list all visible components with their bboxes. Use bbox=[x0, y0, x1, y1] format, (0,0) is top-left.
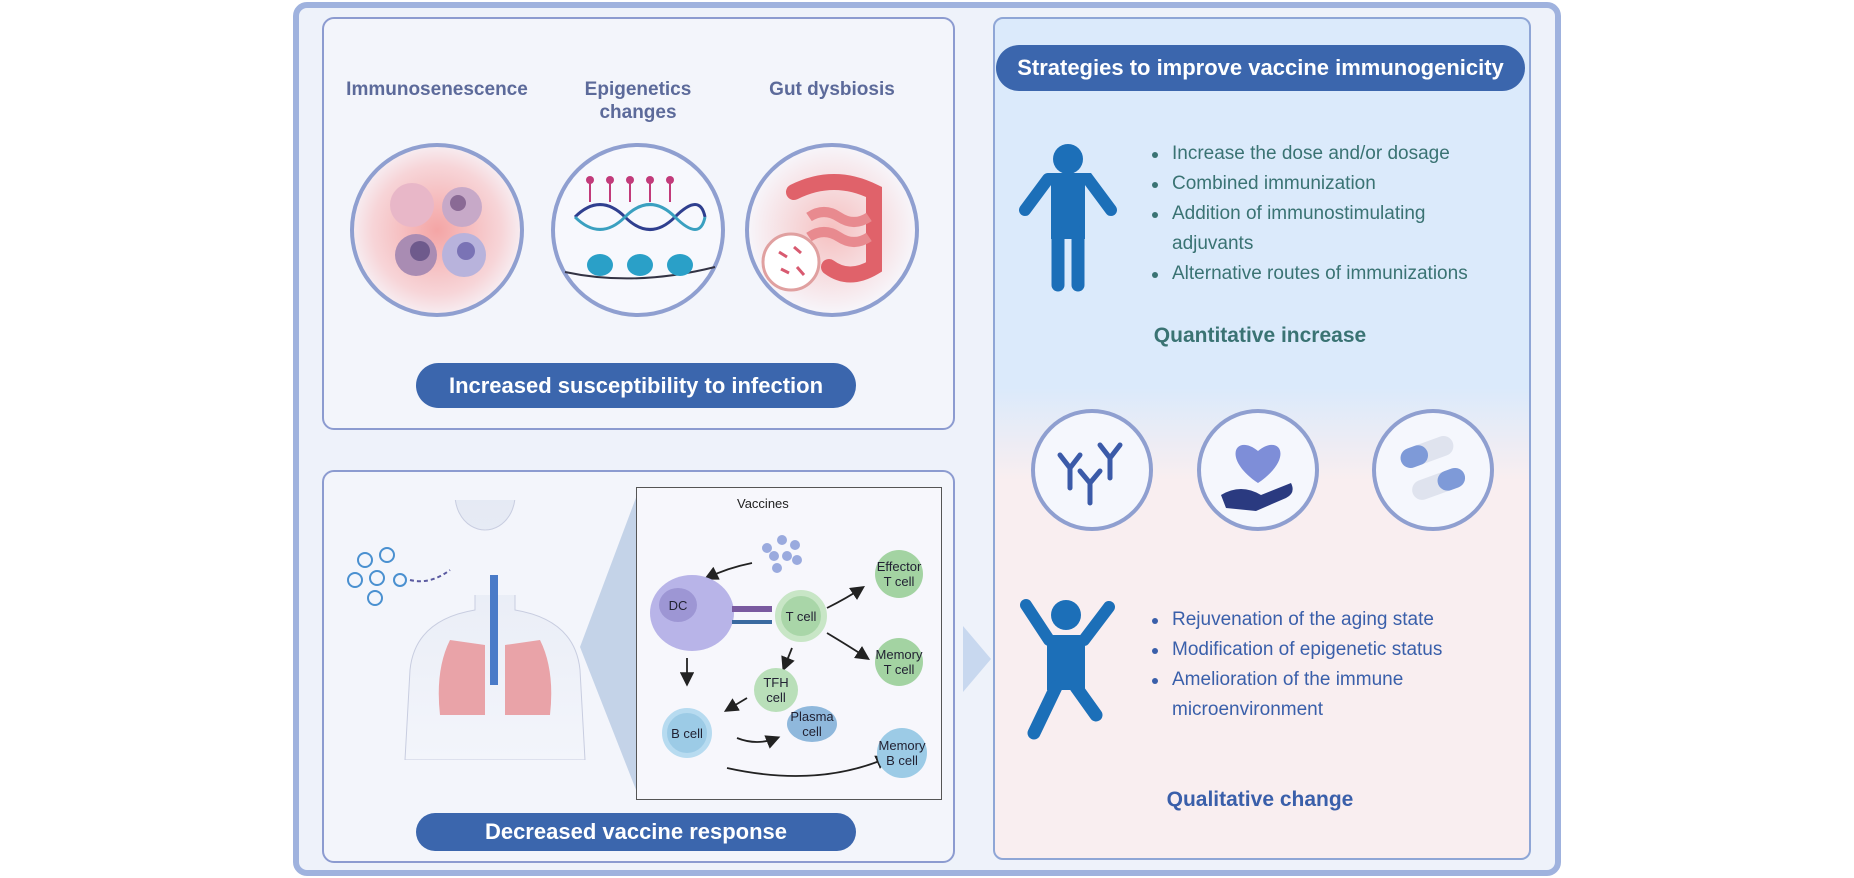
effector-t-cell: Effector T cell bbox=[875, 550, 923, 598]
heart-hand-icon bbox=[1197, 409, 1319, 531]
immune-cells-icon bbox=[350, 143, 524, 317]
label-immunosenescence: Immunosenescence bbox=[346, 79, 528, 100]
strategies-title: Strategies to improve vaccine immunogeni… bbox=[996, 45, 1525, 91]
person-standing-icon bbox=[1019, 144, 1117, 292]
b-cell: B cell bbox=[662, 708, 712, 758]
qualitative-item: Modification of epigenetic status bbox=[1150, 635, 1490, 665]
dna-epigenetics-icon bbox=[551, 143, 725, 317]
zoom-wedge bbox=[580, 487, 640, 800]
susceptibility-banner: Increased susceptibility to infection bbox=[416, 363, 856, 408]
qualitative-item: Amelioration of the immune microenvironm… bbox=[1150, 665, 1430, 725]
plasma-cell: Plasma cell bbox=[787, 706, 837, 742]
quantitative-list: Increase the dose and/or dosage Combined… bbox=[1150, 139, 1520, 289]
qualitative-list: Rejuvenation of the aging state Modifica… bbox=[1150, 605, 1490, 725]
vaccines-label: Vaccines bbox=[737, 496, 789, 511]
memory-t-cell: Memory T cell bbox=[875, 638, 923, 686]
immune-response-diagram: Vaccines DC T cell Effector T cell Memor… bbox=[636, 487, 942, 800]
memory-b-cell: Memory B cell bbox=[877, 728, 927, 778]
quantitative-heading: Quantitative increase bbox=[1153, 324, 1367, 347]
dc-label: DC bbox=[659, 588, 697, 622]
quantitative-item: Increase the dose and/or dosage bbox=[1150, 139, 1520, 169]
label-epigenetics: Epigenetics changes bbox=[584, 79, 692, 123]
vaccine-response-banner: Decreased vaccine response bbox=[416, 813, 856, 851]
qualitative-heading: Qualitative change bbox=[1166, 788, 1354, 811]
capsule-pills-icon bbox=[1372, 409, 1494, 531]
person-jumping-icon bbox=[1020, 599, 1115, 740]
tfh-cell: TFH cell bbox=[754, 668, 798, 712]
label-gut-dysbiosis: Gut dysbiosis bbox=[769, 79, 895, 100]
quantitative-item: Alternative routes of immunizations bbox=[1150, 259, 1520, 289]
flow-arrow-icon bbox=[963, 626, 991, 692]
quantitative-item: Combined immunization bbox=[1150, 169, 1520, 199]
human-respiratory-illustration bbox=[347, 500, 617, 760]
quantitative-item: Addition of immunostimulating adjuvants bbox=[1150, 199, 1440, 259]
qualitative-item: Rejuvenation of the aging state bbox=[1150, 605, 1490, 635]
intestine-icon bbox=[745, 143, 919, 317]
t-cell: T cell bbox=[775, 590, 827, 642]
antibody-icon bbox=[1031, 409, 1153, 531]
